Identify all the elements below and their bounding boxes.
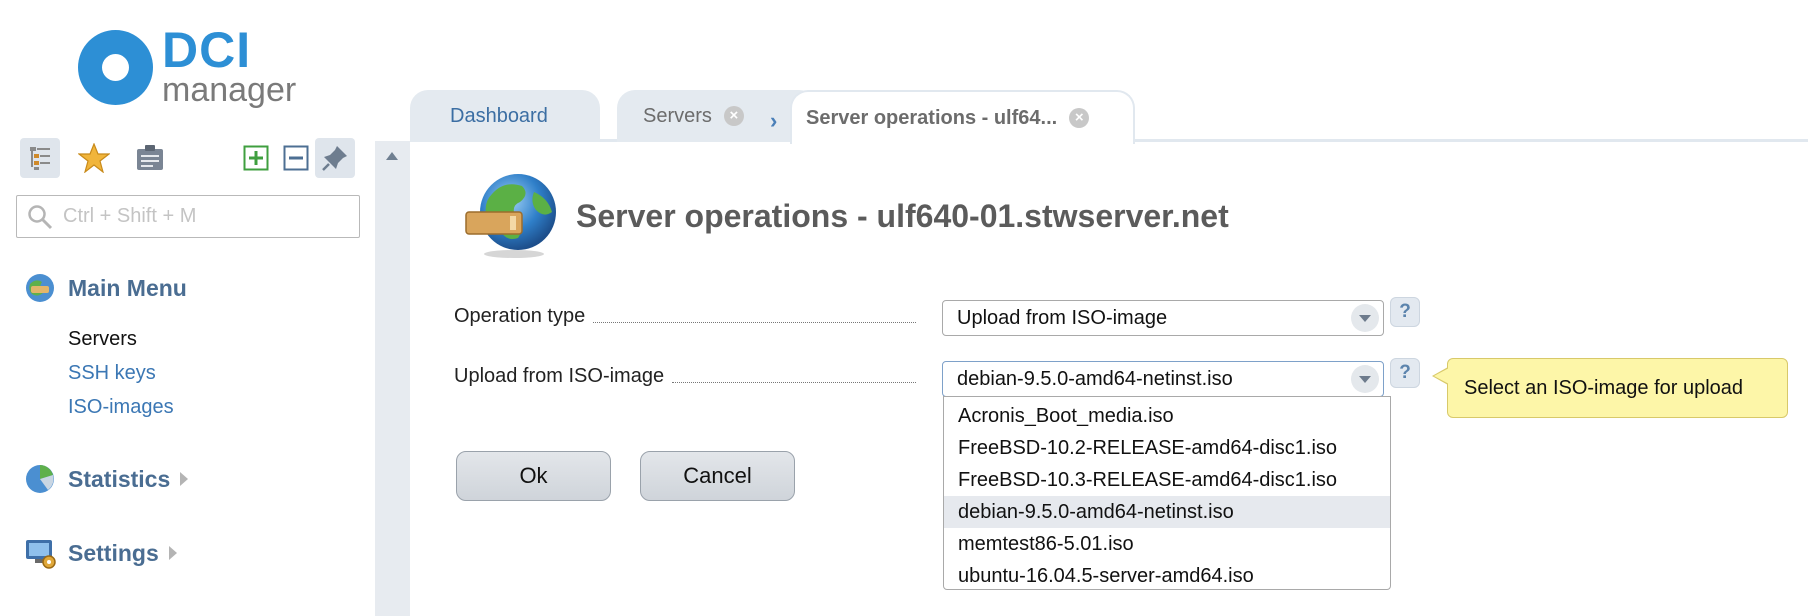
expand-all-button[interactable]: [236, 138, 276, 178]
logo-text-secondary: manager: [162, 71, 297, 109]
search-input[interactable]: [63, 205, 343, 228]
clipboard-icon: [137, 145, 163, 170]
tab-server-operations-label: Server operations - ulf64...: [806, 106, 1058, 129]
favorites-button[interactable]: [74, 138, 114, 178]
logo-text-primary: DCI: [162, 22, 252, 78]
tab-servers[interactable]: Servers ×: [617, 90, 817, 142]
dropdown-option[interactable]: memtest86-5.01.iso: [958, 533, 1134, 555]
tooltip-text: Select an ISO-image for upload: [1464, 376, 1744, 399]
iso-image-label: Upload from ISO-image: [454, 365, 665, 387]
iso-image-value: debian-9.5.0-amd64-netinst.iso: [957, 367, 1233, 390]
operation-type-row: Operation type: [454, 298, 920, 328]
chevron-right-icon: [180, 472, 189, 486]
page-title: Server operations - ulf640-01.stwserver.…: [576, 198, 1229, 234]
minus-icon: [283, 145, 309, 171]
label-leader-dots: [593, 322, 916, 323]
iso-image-help-button[interactable]: ?: [1390, 358, 1420, 388]
collapse-all-button[interactable]: [276, 138, 316, 178]
clipboard-button[interactable]: [130, 138, 170, 178]
globe-drive-icon: [464, 172, 560, 260]
plus-icon: [243, 145, 269, 171]
operation-type-help-button[interactable]: ?: [1390, 297, 1420, 327]
tree-icon: [30, 147, 50, 170]
iso-image-dropdown-list: Acronis_Boot_media.iso FreeBSD-10.2-RELE…: [943, 396, 1391, 590]
label-leader-dots: [672, 382, 916, 383]
tab-server-operations[interactable]: Server operations - ulf64... ×: [790, 90, 1135, 144]
monitor-gear-icon: [26, 540, 56, 569]
search-icon: [28, 204, 53, 229]
ok-button[interactable]: Ok: [456, 451, 611, 501]
pin-sidebar-button[interactable]: [315, 138, 355, 178]
operation-type-select[interactable]: Upload from ISO-image: [942, 300, 1384, 336]
iso-image-tooltip: Select an ISO-image for upload: [1432, 358, 1788, 418]
operation-type-value: Upload from ISO-image: [957, 306, 1168, 329]
chevron-down-icon[interactable]: [1351, 304, 1379, 332]
chevron-down-icon[interactable]: [1351, 365, 1379, 393]
sidebar-search[interactable]: [16, 195, 360, 238]
scroll-up-icon[interactable]: [386, 152, 398, 160]
iso-image-select[interactable]: debian-9.5.0-amd64-netinst.iso: [942, 361, 1384, 397]
cancel-button[interactable]: Cancel: [640, 451, 795, 501]
sidebar: DCI manager: [0, 0, 375, 616]
dropdown-option[interactable]: ubuntu-16.04.5-server-amd64.iso: [958, 565, 1254, 587]
tab-servers-label: Servers: [643, 104, 712, 127]
operation-type-label: Operation type: [454, 305, 586, 327]
main-menu-title: Main Menu: [68, 274, 187, 301]
iso-image-row: Upload from ISO-image: [454, 358, 920, 388]
pin-icon: [322, 146, 347, 171]
sidebar-item-servers[interactable]: Servers: [68, 328, 137, 350]
logo-circle-icon: [78, 30, 153, 105]
dci-manager-logo[interactable]: DCI manager: [78, 24, 308, 110]
settings-title: Settings: [68, 539, 159, 566]
star-icon: [78, 143, 110, 173]
dropdown-option[interactable]: FreeBSD-10.2-RELEASE-amd64-disc1.iso: [958, 437, 1338, 459]
pie-chart-icon: [26, 465, 54, 493]
dropdown-option[interactable]: FreeBSD-10.3-RELEASE-amd64-disc1.iso: [958, 469, 1338, 491]
settings-section[interactable]: Settings: [24, 537, 177, 569]
tab-dashboard[interactable]: Dashboard: [410, 90, 600, 142]
tree-view-button[interactable]: [20, 138, 60, 178]
statistics-title: Statistics: [68, 465, 171, 492]
globe-menu-icon: [26, 274, 54, 302]
sidebar-splitter[interactable]: [375, 141, 410, 616]
chevron-right-icon: [168, 546, 177, 560]
breadcrumb-arrow-icon: ›: [770, 108, 778, 133]
statistics-section[interactable]: Statistics: [24, 463, 189, 495]
close-icon[interactable]: ×: [723, 106, 744, 126]
dropdown-option-selected[interactable]: debian-9.5.0-amd64-netinst.iso: [944, 496, 1390, 528]
tab-dashboard-label: Dashboard: [450, 104, 548, 127]
sidebar-item-ssh-keys[interactable]: SSH keys: [68, 362, 156, 384]
sidebar-item-iso-images[interactable]: ISO-images: [68, 396, 174, 418]
main-menu-section[interactable]: Main Menu: [24, 272, 187, 304]
close-icon[interactable]: ×: [1069, 108, 1090, 128]
dropdown-option[interactable]: Acronis_Boot_media.iso: [958, 405, 1174, 427]
sidebar-toolbar: [18, 138, 358, 178]
